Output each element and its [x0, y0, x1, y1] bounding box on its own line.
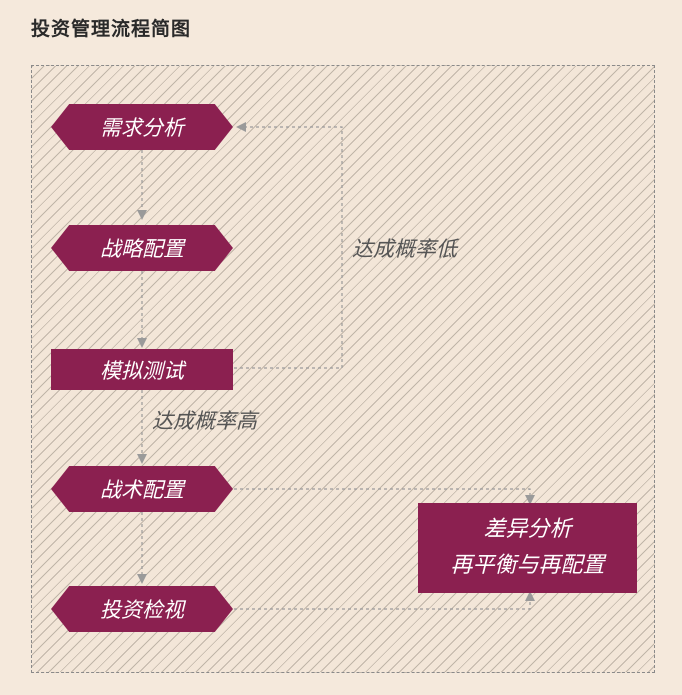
node-simulation-test: 模拟测试 — [51, 349, 233, 390]
edge-review-to-variance — [234, 591, 535, 610]
node-variance-line1: 差异分析 — [483, 517, 572, 542]
node-investment-review: 投资检视 — [51, 586, 233, 632]
label-low-probability: 达成概率低 — [352, 237, 457, 261]
edge-tactical-to-variance — [234, 488, 535, 505]
label-high-probability: 达成概率高 — [152, 409, 257, 433]
diagram-title: 投资管理流程简图 — [31, 18, 192, 40]
edge-simulation-loop-back — [234, 122, 343, 369]
node-needs-analysis: 需求分析 — [51, 104, 233, 150]
node-variance-rebalance: 差异分析 再平衡与再配置 — [418, 503, 637, 593]
node-variance-line2: 再平衡与再配置 — [450, 553, 605, 578]
node-tactical-allocation: 战术配置 — [51, 466, 233, 512]
node-strategic-allocation: 战略配置 — [51, 225, 233, 271]
